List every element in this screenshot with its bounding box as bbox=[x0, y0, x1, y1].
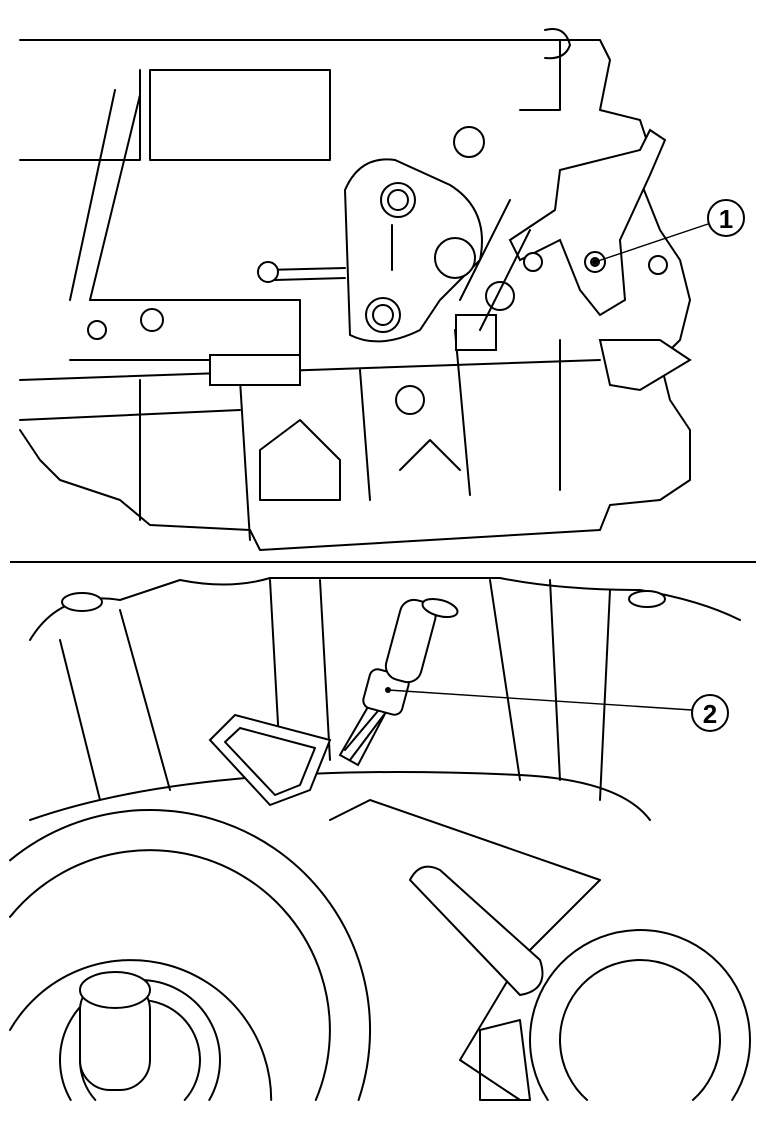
callout-1-circle bbox=[707, 199, 745, 237]
callout-1-leader-dot bbox=[592, 259, 598, 265]
bottom-panel-transaxle-illustration bbox=[9, 577, 751, 1101]
callout-2-label: 2 bbox=[703, 699, 717, 729]
callout-2-leader-line bbox=[387, 689, 693, 711]
callout-2: 2 bbox=[385, 687, 729, 732]
callout-1-leader-line bbox=[594, 223, 709, 263]
callout-1: 1 bbox=[592, 199, 745, 265]
callout-2-leader-dot bbox=[385, 687, 391, 693]
top-panel-engine-illustration bbox=[19, 28, 692, 551]
callout-1-label: 1 bbox=[719, 204, 733, 234]
callout-2-circle bbox=[691, 694, 729, 732]
